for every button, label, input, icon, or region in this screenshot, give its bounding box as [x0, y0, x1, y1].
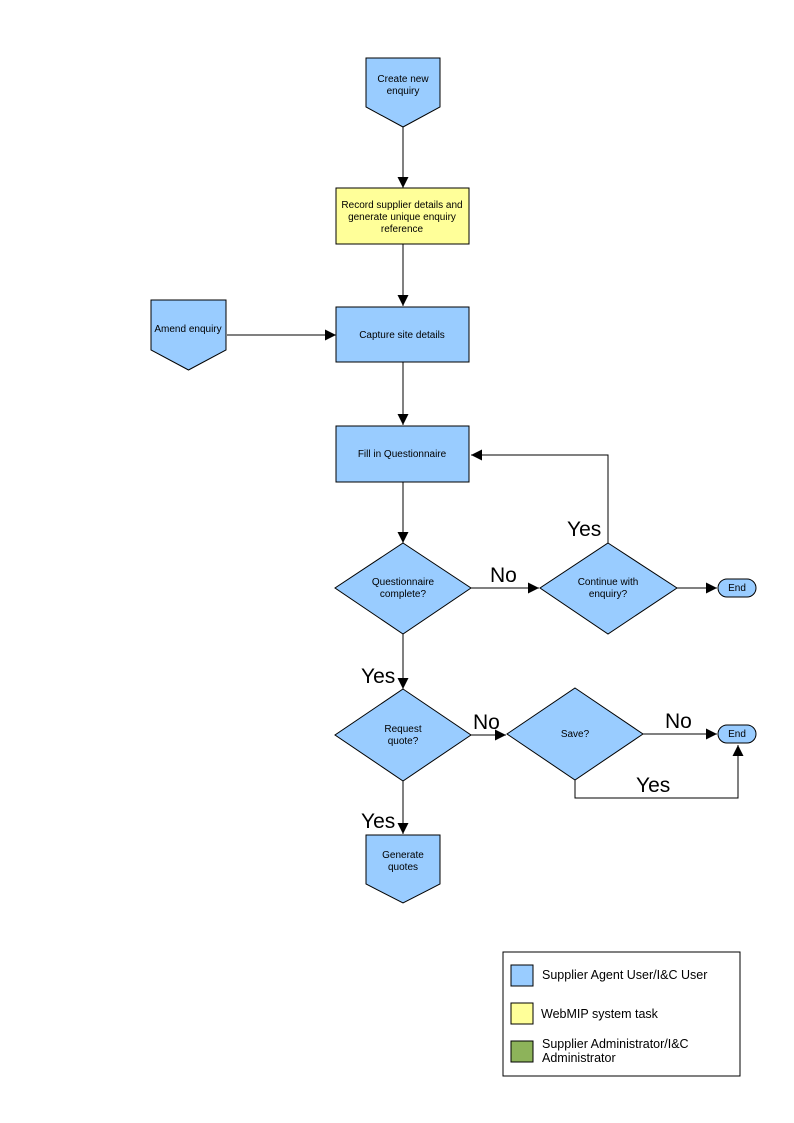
generate-quotes-shape [365, 834, 441, 904]
request-no-label: No [473, 711, 500, 734]
edge-save-yes [574, 745, 744, 799]
capture-site-label: Capture site details [359, 330, 445, 341]
capture-site-shape [335, 306, 470, 363]
edge-continue-yes [471, 449, 609, 543]
legend-swatch-system-task [510, 1002, 534, 1025]
continue-yes-label: Yes [567, 518, 601, 541]
request-yes-label: Yes [361, 810, 395, 833]
amend-enquiry-label: Amend enquiry [154, 324, 221, 335]
end-1-shape [717, 578, 757, 598]
connectors [227, 127, 744, 834]
create-enquiry-shape [365, 57, 441, 128]
legend-label-system-task: WebMIP system task [541, 1007, 659, 1021]
end-1-label: End [728, 583, 746, 594]
amend-enquiry-shape [150, 299, 227, 371]
complete-yes-label: Yes [361, 665, 395, 688]
request-quote-shape [334, 688, 472, 782]
end-2-shape [717, 724, 757, 744]
fill-questionnaire-shape [335, 425, 470, 483]
save-shape [506, 687, 644, 781]
legend: Supplier Agent User/I&C User WebMIP syst… [502, 951, 741, 1077]
continue-enquiry-shape [539, 542, 678, 635]
record-supplier-shape [335, 187, 470, 245]
legend-swatch-supplier-agent [510, 964, 534, 987]
legend-box [502, 951, 741, 1077]
end-2-label: End [728, 729, 746, 740]
nodes [150, 57, 757, 904]
save-label: Save? [561, 729, 590, 740]
legend-swatch-supplier-admin [510, 1040, 534, 1063]
save-no-label: No [665, 710, 692, 733]
fill-questionnaire-label: Fill in Questionnaire [358, 449, 447, 460]
edge-labels: No Yes Yes No No Yes Yes [361, 518, 692, 833]
complete-no-label: No [490, 564, 517, 587]
legend-label-supplier-agent: Supplier Agent User/I&C User [542, 968, 707, 982]
save-yes-label: Yes [636, 774, 670, 797]
questionnaire-complete-shape [334, 542, 472, 635]
